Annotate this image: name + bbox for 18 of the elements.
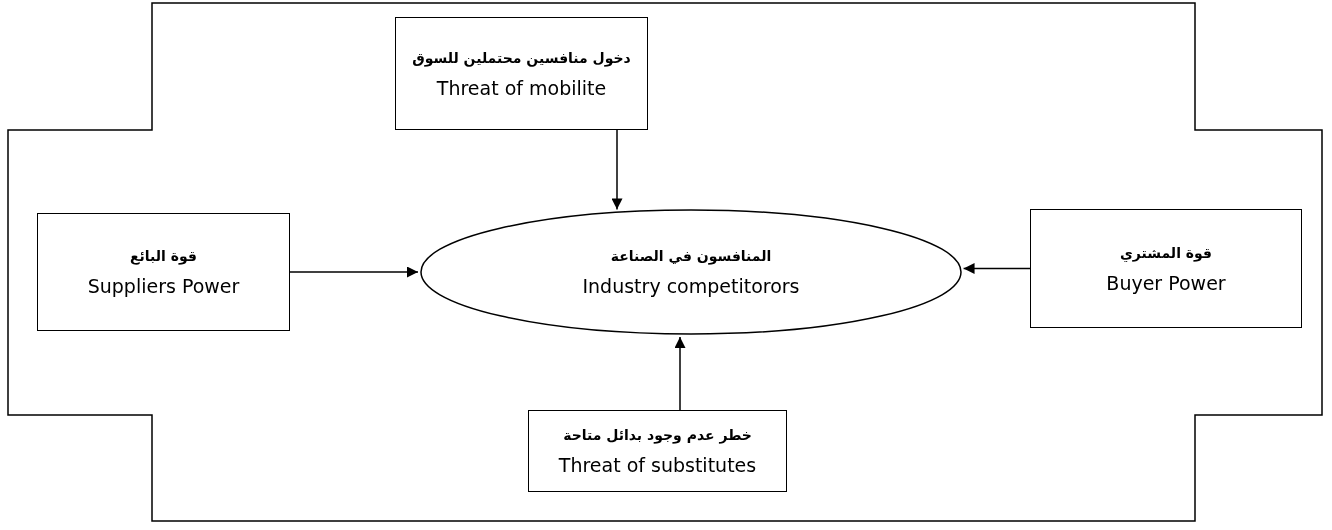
node-label: Industry competitorors	[582, 274, 800, 298]
node-title: دخول منافسين محتملين للسوق	[412, 48, 631, 68]
node-label: Suppliers Power	[87, 274, 240, 298]
node-label: Buyer Power	[1106, 270, 1226, 295]
text-box	[528, 410, 787, 492]
node-title: خطر عدم وجود بدائل متاحة	[563, 426, 752, 445]
arrow	[289, 266, 419, 278]
node-title: قوة المشتري	[1120, 243, 1212, 263]
arrow	[962, 263, 1031, 274]
node-label: Threat of substitutes	[558, 453, 757, 477]
text-box	[37, 213, 290, 331]
text-box	[395, 17, 648, 130]
node-title: قوة البائع	[130, 247, 197, 266]
text-box	[1030, 209, 1302, 328]
node-label: Threat of mobilite	[436, 75, 607, 100]
arrow	[611, 129, 623, 211]
node-title: المنافسون في الصناعة	[610, 247, 772, 266]
arrow	[674, 336, 686, 411]
